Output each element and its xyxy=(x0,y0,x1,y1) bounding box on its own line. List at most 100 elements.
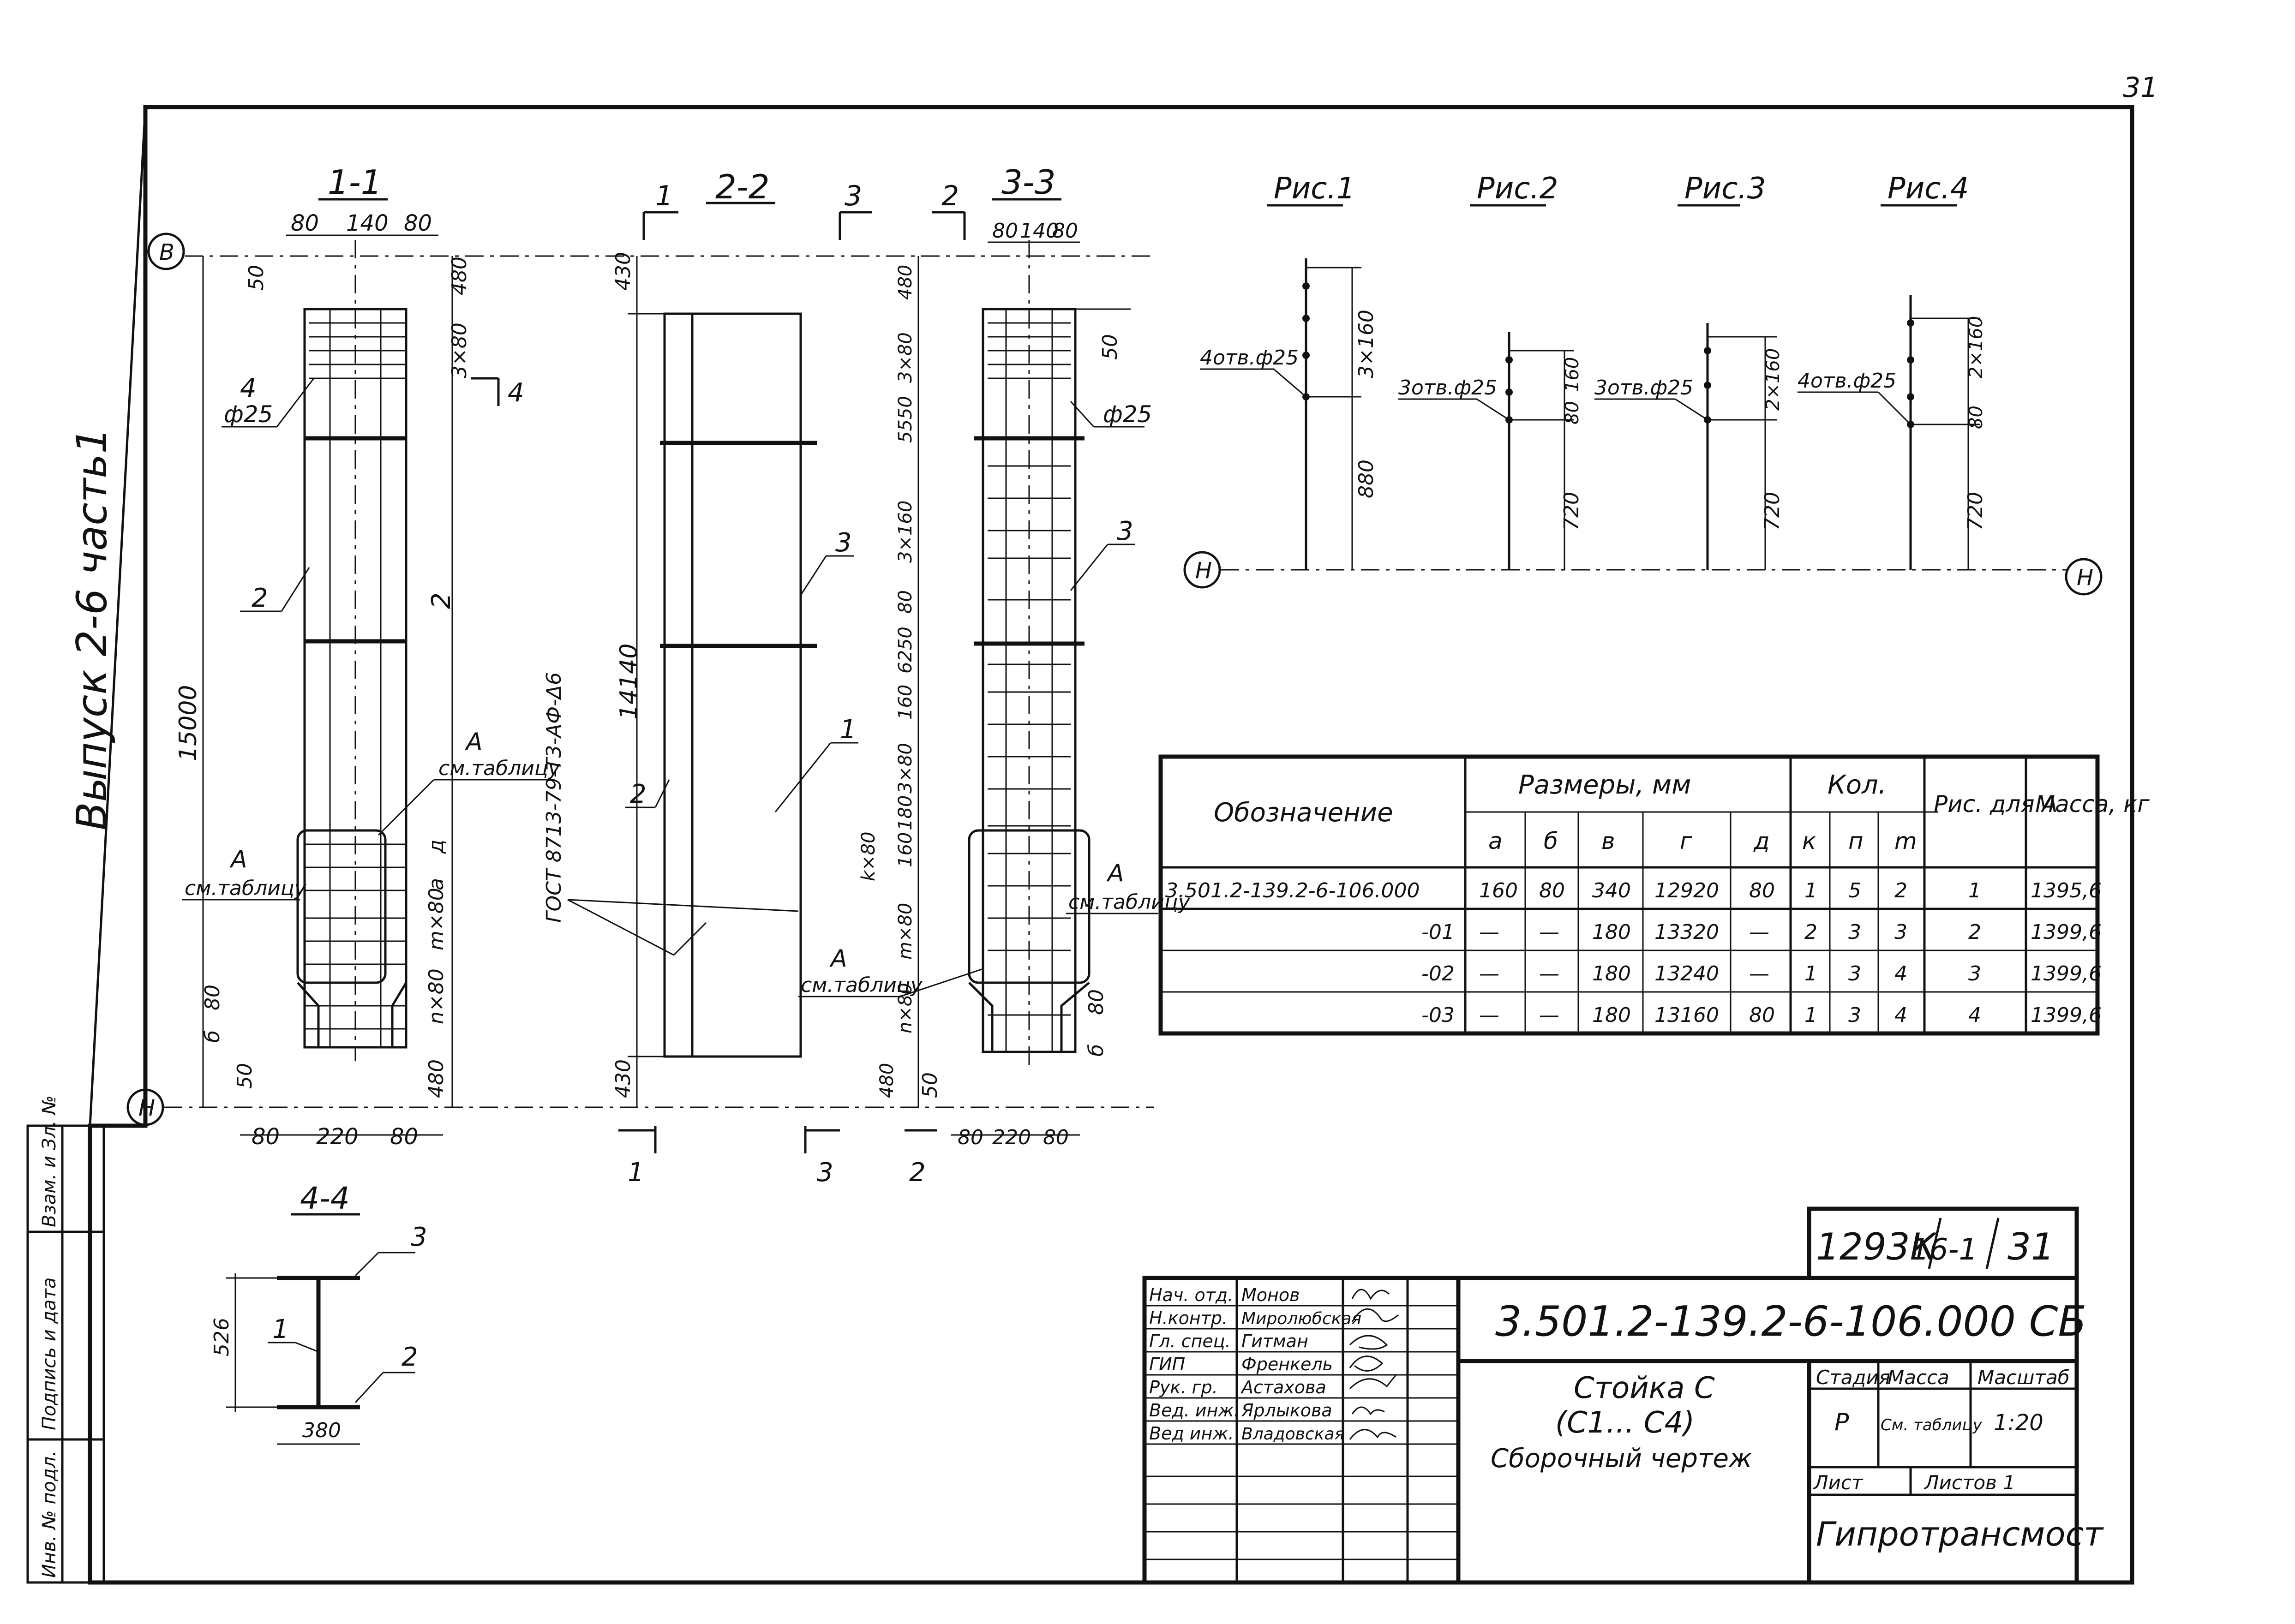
left-strip: Взам. и Зл. № Подпись и дата Инв. № подл… xyxy=(26,1095,105,1584)
svg-text:160: 160 xyxy=(895,832,916,867)
svg-text:Гитман: Гитман xyxy=(1241,1331,1308,1351)
svg-text:4: 4 xyxy=(240,373,257,403)
svg-text:Гл. спец.: Гл. спец. xyxy=(1149,1331,1231,1351)
svg-text:3: 3 xyxy=(1968,962,1981,985)
svg-text:А: А xyxy=(829,945,847,973)
svg-text:15000: 15000 xyxy=(174,685,202,761)
doc-code: 3.501.2-139.2-6-106.000 СБ xyxy=(1495,1297,2086,1346)
svg-text:160: 160 xyxy=(895,685,916,720)
svg-text:Н.контр.: Н.контр. xyxy=(1149,1308,1228,1328)
svg-text:4: 4 xyxy=(1894,1003,1907,1027)
svg-text:526: 526 xyxy=(210,1318,234,1356)
svg-text:3: 3 xyxy=(1894,920,1907,944)
svg-text:480: 480 xyxy=(895,265,916,300)
svg-text:1: 1 xyxy=(1968,879,1981,902)
th-qty: Кол. xyxy=(1828,770,1887,800)
svg-text:Взам. и Зл. №: Взам. и Зл. № xyxy=(39,1095,60,1227)
svg-text:80: 80 xyxy=(201,985,224,1010)
svg-text:160: 160 xyxy=(1562,357,1583,392)
svg-text:Стойка С: Стойка С xyxy=(1574,1371,1715,1405)
svg-text:1: 1 xyxy=(1804,879,1817,902)
svg-text:ГИП: ГИП xyxy=(1149,1354,1185,1374)
svg-text:3отв.ф25: 3отв.ф25 xyxy=(1398,376,1497,400)
svg-text:180: 180 xyxy=(895,795,916,830)
section-2-2: 1 2-2 3 430 14140 430 3 1 2 ГОСТ 8713-79… xyxy=(542,167,872,1188)
svg-text:Астахова: Астахова xyxy=(1240,1377,1326,1397)
svg-text:1: 1 xyxy=(1804,962,1817,985)
svg-text:2: 2 xyxy=(1804,920,1817,944)
svg-text:Нач. отд.: Нач. отд. xyxy=(1149,1285,1233,1305)
svg-text:—: — xyxy=(1749,962,1769,985)
figures: Рис.1 Рис.2 Рис.3 Рис.4 Н Н 4отв.ф25 3×1… xyxy=(1183,172,2103,596)
svg-text:Ярлыкова: Ярлыкова xyxy=(1241,1400,1332,1421)
svg-text:480: 480 xyxy=(425,1059,448,1098)
svg-text:2: 2 xyxy=(426,592,456,609)
svg-text:720: 720 xyxy=(1560,492,1583,531)
svg-text:—: — xyxy=(1539,1003,1559,1027)
th-sizes: Размеры, мм xyxy=(1518,770,1691,800)
svg-text:см.таблицу: см.таблицу xyxy=(438,757,561,780)
svg-text:-02: -02 xyxy=(1421,962,1455,985)
frame-left-edge xyxy=(89,107,147,1126)
svg-text:12920: 12920 xyxy=(1654,879,1719,902)
svg-text:80: 80 xyxy=(992,219,1018,243)
svg-text:(С1... С4): (С1... С4) xyxy=(1555,1406,1695,1440)
th-designation: Обозначение xyxy=(1214,798,1393,828)
svg-text:а: а xyxy=(1488,828,1503,854)
svg-text:2: 2 xyxy=(252,583,268,613)
th-fig: Рис. для А xyxy=(1934,791,2058,818)
svg-text:к: к xyxy=(1802,828,1816,854)
svg-text:80: 80 xyxy=(1749,879,1775,902)
svg-text:3: 3 xyxy=(817,1158,833,1188)
svg-text:140: 140 xyxy=(346,210,389,236)
svg-text:Стадия: Стадия xyxy=(1816,1366,1890,1389)
fig-3-title: Рис.3 xyxy=(1684,172,1766,206)
svg-text:Подпись и дата: Подпись и дата xyxy=(39,1278,60,1430)
section-4-4: 4-4 526 380 3 1 2 xyxy=(210,1181,427,1445)
svg-text:—: — xyxy=(1479,962,1499,985)
svg-text:1: 1 xyxy=(628,1158,644,1188)
svg-text:См. таблицу: См. таблицу xyxy=(1881,1416,1983,1434)
svg-text:80: 80 xyxy=(895,590,916,614)
svg-text:480: 480 xyxy=(876,1063,898,1098)
svg-text:Н: Н xyxy=(1195,558,1212,584)
svg-text:4: 4 xyxy=(508,378,524,408)
svg-text:13240: 13240 xyxy=(1654,962,1719,985)
svg-text:-01: -01 xyxy=(1421,920,1455,944)
svg-text:80: 80 xyxy=(1539,879,1565,902)
svg-text:80: 80 xyxy=(1562,401,1583,424)
svg-text:б: б xyxy=(1544,828,1558,854)
svg-text:720: 720 xyxy=(1964,492,1987,531)
svg-text:1: 1 xyxy=(272,1314,289,1344)
svg-text:2: 2 xyxy=(401,1342,418,1372)
svg-text:4отв.ф25: 4отв.ф25 xyxy=(1200,346,1299,370)
svg-text:160: 160 xyxy=(1479,879,1518,902)
svg-text:б: б xyxy=(201,1030,224,1043)
fig-2-title: Рис.2 xyxy=(1477,172,1558,206)
svg-text:а: а xyxy=(425,878,448,890)
section-1-1: 1-1 80 140 80 В Н xyxy=(126,163,1154,1150)
side-title: Выпуск 2-6 часть1 xyxy=(68,427,116,830)
svg-text:480: 480 xyxy=(448,257,471,295)
title-block: 1293К 16-1 31 Нач. отд. Н.контр. Гл. xyxy=(1142,1206,2104,1585)
svg-text:1395,6: 1395,6 xyxy=(2031,879,2102,902)
svg-text:—: — xyxy=(1479,920,1499,944)
svg-text:80: 80 xyxy=(958,1126,983,1149)
svg-text:3: 3 xyxy=(1848,962,1861,985)
svg-text:Миролюбская: Миролюбская xyxy=(1241,1309,1361,1328)
svg-text:80: 80 xyxy=(404,210,432,236)
svg-text:3: 3 xyxy=(845,180,862,212)
svg-text:3: 3 xyxy=(835,528,852,558)
fig-4-title: Рис.4 xyxy=(1888,172,1969,206)
svg-text:А: А xyxy=(229,846,247,873)
table-row: 3.501.2-139.2-6-106.000 160 80 340 12920… xyxy=(1165,879,2102,902)
signatures xyxy=(1349,1289,1399,1440)
table-row: -03 — — 180 13160 80 1 3 4 4 1399,6 xyxy=(1421,1003,2102,1027)
svg-text:220: 220 xyxy=(316,1124,359,1150)
svg-text:ф25: ф25 xyxy=(224,401,273,428)
svg-text:3: 3 xyxy=(1848,1003,1861,1027)
svg-text:—: — xyxy=(1539,920,1559,944)
axis-b-label: В xyxy=(159,239,174,265)
svg-text:ф25: ф25 xyxy=(1103,401,1152,428)
svg-text:3×80: 3×80 xyxy=(895,332,916,383)
